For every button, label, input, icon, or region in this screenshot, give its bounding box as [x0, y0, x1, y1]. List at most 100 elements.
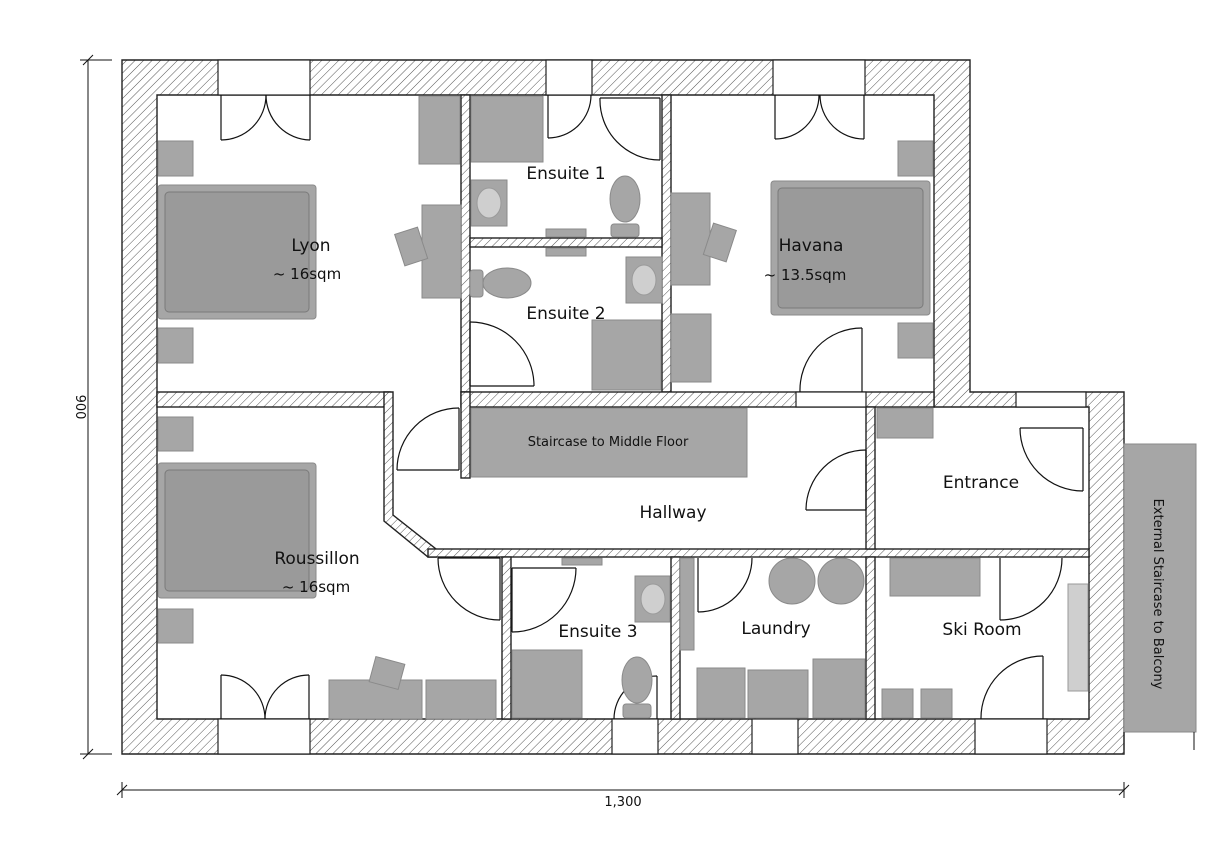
walls: [121, 59, 1125, 755]
sink-icon: [476, 187, 502, 219]
door-roussillon-french: [220, 674, 310, 720]
wall-hallway-entrance: [865, 406, 876, 550]
external-staircase-icon: [1123, 443, 1197, 733]
doors: [220, 94, 1084, 720]
external-staircase-label: External Staircase to Balcony: [1150, 499, 1165, 690]
door-havana: [799, 327, 863, 393]
washing-machine-icon: [768, 557, 816, 605]
door-ensuite3: [511, 567, 577, 633]
sink-icon: [640, 583, 666, 615]
shower-icon: [511, 649, 583, 719]
radiator-icon: [545, 247, 587, 257]
shower-icon: [470, 95, 544, 163]
cabinet-icon: [812, 658, 866, 719]
sink-icon: [631, 264, 657, 296]
bed-icon: [164, 469, 310, 592]
chair-icon: [368, 655, 406, 691]
furniture: [157, 95, 1197, 750]
room-name-laundry: Laundry: [741, 619, 810, 639]
wardrobe-icon: [425, 679, 497, 720]
dryer-icon: [817, 557, 865, 605]
window-lyon: [217, 59, 311, 96]
room-name-entrance: Entrance: [943, 473, 1019, 493]
room-name-ensuite1: Ensuite 1: [526, 164, 605, 184]
nightstand-icon: [157, 140, 194, 177]
ski-rack-icon: [1067, 583, 1089, 692]
room-name-hallway: Hallway: [639, 503, 706, 523]
toilet-icon: [609, 175, 641, 223]
wall-lyon-roussillon: [156, 391, 391, 408]
nightstand-icon: [897, 140, 934, 177]
room-name-ensuite3: Ensuite 3: [558, 622, 637, 642]
shower-icon: [591, 319, 662, 391]
window-ensuite1: [545, 59, 593, 96]
dimension-width: 1,300: [116, 782, 1130, 810]
room-area-havana: ~ 13.5sqm: [764, 266, 847, 284]
nightstand-icon: [157, 416, 194, 452]
radiator-icon: [561, 557, 603, 566]
room-labels: Lyon ~ 16sqm Ensuite 1 Ensuite 2 Havana …: [273, 164, 1165, 690]
room-area-roussillon: ~ 16sqm: [282, 578, 350, 596]
shoe-cabinet-icon: [876, 407, 934, 439]
window-havana-lower: [795, 391, 867, 408]
dryer-icon: [747, 669, 809, 719]
chair-icon: [394, 226, 429, 267]
door-roussillon: [437, 557, 501, 621]
wall-laundry-skiroom: [865, 556, 876, 720]
toilet-icon: [610, 223, 640, 238]
door-laundry: [697, 557, 753, 613]
room-area-lyon: ~ 16sqm: [273, 265, 341, 283]
window-ensuite3: [611, 718, 659, 755]
room-name-roussillon: Roussillon: [274, 549, 359, 569]
door-hallway-entrance: [805, 449, 867, 511]
room-name-ski-room: Ski Room: [942, 620, 1021, 640]
windows: [217, 59, 1087, 755]
nightstand-icon: [897, 322, 934, 359]
chair-icon: [702, 222, 737, 263]
door-entrance: [1019, 427, 1084, 492]
wardrobe-icon: [418, 95, 461, 165]
toilet-icon: [469, 269, 484, 298]
door-ensuite1-window: [547, 94, 592, 139]
toilet-icon: [622, 703, 652, 719]
window-roussillon: [217, 718, 311, 755]
door-havana-french: [774, 94, 865, 140]
wardrobe-icon: [670, 313, 712, 383]
wall-roussillon-ensuite3: [501, 556, 512, 720]
room-name-lyon: Lyon: [291, 236, 330, 256]
washing-machine-icon: [696, 667, 746, 719]
radiator-icon: [679, 557, 695, 651]
wall-staircase-left: [460, 391, 471, 479]
door-lyon: [396, 407, 460, 471]
dimension-height: 900: [72, 54, 112, 760]
nightstand-icon: [157, 327, 194, 364]
window-havana: [772, 59, 866, 96]
wall-ensuite3-laundry: [670, 556, 681, 720]
room-name-havana: Havana: [779, 236, 844, 256]
window-laundry: [751, 718, 799, 755]
window-entrance: [1015, 391, 1087, 408]
window-skiroom: [974, 718, 1048, 755]
boot-dryer-icon: [881, 688, 914, 719]
dimension-width-label: 1,300: [604, 795, 641, 810]
door-ensuite2: [469, 321, 535, 387]
wall-ensuite1-ensuite2: [469, 237, 663, 248]
staircase-icon: [470, 407, 748, 478]
door-skiroom-window: [980, 655, 1044, 720]
wall-lower-corridor: [427, 548, 1090, 558]
door-ensuite1: [599, 97, 661, 161]
wall-ensuite-havana: [661, 94, 672, 393]
door-skiroom: [999, 557, 1063, 621]
staircase-middle-label: Staircase to Middle Floor: [528, 435, 689, 450]
dimension-height-label: 900: [72, 395, 87, 420]
desk-icon: [421, 204, 462, 299]
room-name-ensuite2: Ensuite 2: [526, 304, 605, 324]
toilet-icon: [482, 267, 532, 299]
boot-dryer-icon: [920, 688, 953, 719]
door-lyon-french: [220, 94, 311, 141]
outer-wall: [121, 59, 1125, 755]
bed-icon: [777, 187, 924, 309]
wall-roussillon-diagonal: [383, 391, 437, 558]
wall-lyon-ensuite: [460, 94, 471, 393]
